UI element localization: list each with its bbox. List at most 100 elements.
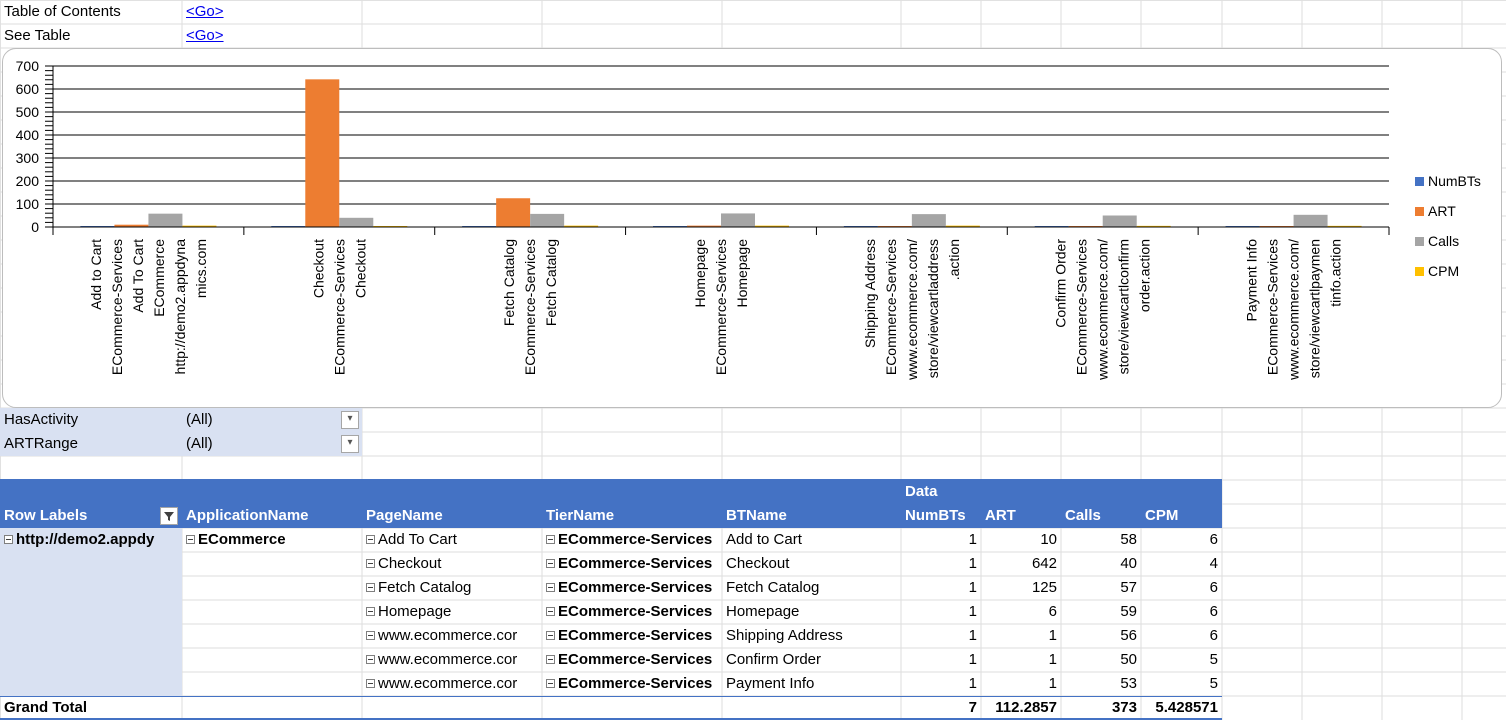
- pivot-cell-bt[interactable]: Payment Info: [722, 672, 902, 696]
- application-cell[interactable]: ECommerce: [182, 528, 362, 552]
- bar-cpm[interactable]: [182, 225, 217, 227]
- legend-label-cpm[interactable]: CPM: [1428, 263, 1459, 279]
- filter-hasactivity-dropdown[interactable]: ▾: [341, 411, 359, 429]
- pivot-cell-calls[interactable]: 53: [1061, 672, 1141, 696]
- pivot-cell-page[interactable]: www.ecommerce.cor: [362, 648, 542, 672]
- collapse-icon[interactable]: [366, 582, 375, 592]
- pivot-cell-tier[interactable]: ECommerce-Services: [542, 624, 722, 648]
- bar-cpm[interactable]: [1136, 225, 1171, 227]
- bar-art[interactable]: [496, 198, 531, 227]
- bar-calls[interactable]: [721, 213, 755, 227]
- bar-cpm[interactable]: [1327, 225, 1362, 227]
- pivot-cell-numbts[interactable]: 1: [901, 648, 981, 672]
- row-label-cell[interactable]: http://demo2.appdy: [0, 528, 182, 552]
- pivot-cell-art[interactable]: 642: [981, 552, 1061, 576]
- collapse-icon[interactable]: [366, 534, 375, 544]
- legend-label-calls[interactable]: Calls: [1428, 233, 1459, 249]
- pivot-cell-calls[interactable]: 58: [1061, 528, 1141, 552]
- collapse-icon[interactable]: [186, 534, 195, 544]
- pivot-cell-cpm[interactable]: 6: [1141, 528, 1222, 552]
- pivot-cell-art[interactable]: 125: [981, 576, 1061, 600]
- collapse-icon[interactable]: [546, 630, 555, 640]
- pivot-cell-page[interactable]: Homepage: [362, 600, 542, 624]
- pivot-cell-calls[interactable]: 56: [1061, 624, 1141, 648]
- toc-go-link[interactable]: <Go>: [186, 3, 224, 20]
- pivot-cell-page[interactable]: www.ecommerce.cor: [362, 624, 542, 648]
- pivot-cell-art[interactable]: 1: [981, 648, 1061, 672]
- bar-calls[interactable]: [530, 213, 565, 227]
- pivot-cell-tier[interactable]: ECommerce-Services: [542, 600, 722, 624]
- pivot-cell-tier[interactable]: ECommerce-Services: [542, 672, 722, 696]
- pivot-cell-numbts[interactable]: 1: [901, 624, 981, 648]
- pivot-cell-cpm[interactable]: 5: [1141, 672, 1222, 696]
- pivot-cell-page[interactable]: www.ecommerce.cor: [362, 672, 542, 696]
- pivot-cell-page[interactable]: Checkout: [362, 552, 542, 576]
- pivot-cell-art[interactable]: 1: [981, 672, 1061, 696]
- bar-art[interactable]: [687, 225, 721, 227]
- pivot-cell-numbts[interactable]: 1: [901, 672, 981, 696]
- header-tiername[interactable]: TierName: [542, 504, 722, 528]
- header-pagename[interactable]: PageName: [362, 504, 542, 528]
- pivot-cell-bt[interactable]: Fetch Catalog: [722, 576, 902, 600]
- pivot-cell-bt[interactable]: Add to Cart: [722, 528, 902, 552]
- pivot-cell-bt[interactable]: Confirm Order: [722, 648, 902, 672]
- collapse-icon[interactable]: [366, 654, 375, 664]
- pivot-cell-numbts[interactable]: 1: [901, 576, 981, 600]
- pivot-cell-calls[interactable]: 57: [1061, 576, 1141, 600]
- pivot-cell-numbts[interactable]: 1: [901, 528, 981, 552]
- bar-calls[interactable]: [148, 213, 183, 227]
- collapse-icon[interactable]: [366, 678, 375, 688]
- pivot-cell-art[interactable]: 1: [981, 624, 1061, 648]
- header-cpm[interactable]: CPM: [1141, 504, 1222, 528]
- header-calls[interactable]: Calls: [1061, 504, 1141, 528]
- legend-label-art[interactable]: ART: [1428, 203, 1456, 219]
- bar-art[interactable]: [114, 224, 149, 227]
- pivot-cell-tier[interactable]: ECommerce-Services: [542, 552, 722, 576]
- pivot-cell-art[interactable]: 6: [981, 600, 1061, 624]
- bar-cpm[interactable]: [755, 225, 789, 227]
- collapse-icon[interactable]: [546, 654, 555, 664]
- pivot-cell-art[interactable]: 10: [981, 528, 1061, 552]
- pivot-cell-cpm[interactable]: 6: [1141, 576, 1222, 600]
- pivot-cell-tier[interactable]: ECommerce-Services: [542, 648, 722, 672]
- filter-artrange-dropdown[interactable]: ▾: [341, 435, 359, 453]
- bar-art[interactable]: [305, 79, 340, 227]
- bar-calls[interactable]: [911, 214, 946, 227]
- collapse-icon[interactable]: [546, 678, 555, 688]
- pivot-cell-cpm[interactable]: 6: [1141, 624, 1222, 648]
- bar-calls[interactable]: [1102, 215, 1137, 228]
- bar-cpm[interactable]: [945, 225, 980, 227]
- collapse-icon[interactable]: [366, 558, 375, 568]
- pivot-cell-numbts[interactable]: 1: [901, 552, 981, 576]
- pivot-cell-calls[interactable]: 50: [1061, 648, 1141, 672]
- see-table-go-link[interactable]: <Go>: [186, 27, 224, 44]
- pivot-cell-tier[interactable]: ECommerce-Services: [542, 528, 722, 552]
- collapse-icon[interactable]: [546, 606, 555, 616]
- pivot-cell-bt[interactable]: Shipping Address: [722, 624, 902, 648]
- pivot-cell-page[interactable]: Fetch Catalog: [362, 576, 542, 600]
- collapse-icon[interactable]: [546, 534, 555, 544]
- bar-calls[interactable]: [339, 217, 374, 227]
- pivot-cell-cpm[interactable]: 5: [1141, 648, 1222, 672]
- pivot-cell-page[interactable]: Add To Cart: [362, 528, 542, 552]
- pivot-cell-calls[interactable]: 59: [1061, 600, 1141, 624]
- bar-cpm[interactable]: [564, 225, 599, 227]
- legend-label-numbts[interactable]: NumBTs: [1428, 173, 1481, 189]
- row-labels-filter-button[interactable]: [160, 507, 178, 525]
- collapse-icon[interactable]: [4, 534, 13, 544]
- collapse-icon[interactable]: [366, 606, 375, 616]
- header-btname[interactable]: BTName: [722, 504, 902, 528]
- header-art[interactable]: ART: [981, 504, 1061, 528]
- header-numbts[interactable]: NumBTs: [901, 504, 981, 528]
- bar-calls[interactable]: [1293, 214, 1328, 227]
- collapse-icon[interactable]: [546, 558, 555, 568]
- pivot-cell-cpm[interactable]: 6: [1141, 600, 1222, 624]
- pivot-cell-calls[interactable]: 40: [1061, 552, 1141, 576]
- pivot-cell-cpm[interactable]: 4: [1141, 552, 1222, 576]
- collapse-icon[interactable]: [546, 582, 555, 592]
- header-applicationname[interactable]: ApplicationName: [182, 504, 362, 528]
- pivot-cell-bt[interactable]: Homepage: [722, 600, 902, 624]
- pivot-cell-numbts[interactable]: 1: [901, 600, 981, 624]
- pivot-cell-tier[interactable]: ECommerce-Services: [542, 576, 722, 600]
